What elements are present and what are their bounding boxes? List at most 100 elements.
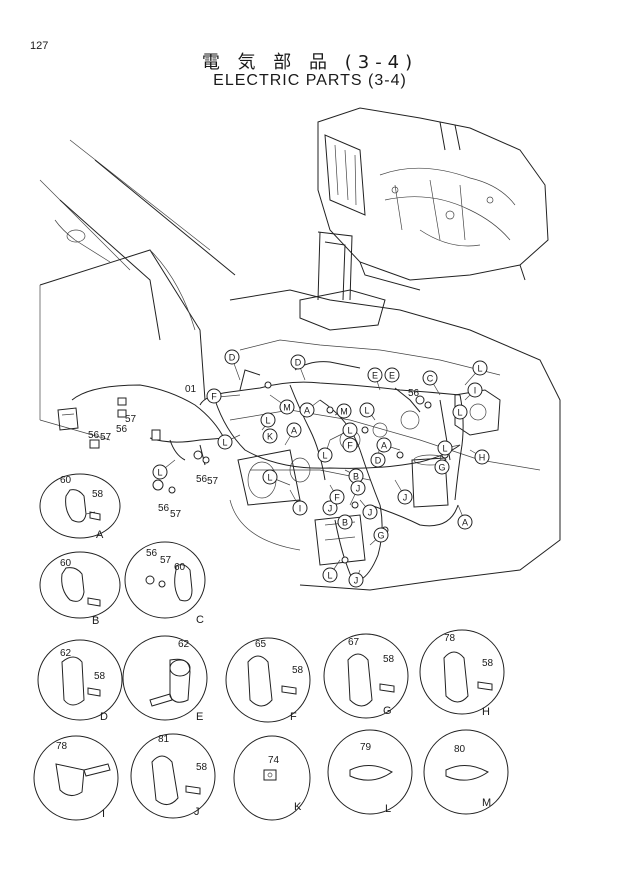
detail-b: 60 B — [39, 551, 121, 627]
part-number-label: 57 — [125, 414, 137, 425]
callout-b: B — [337, 514, 353, 530]
callout-letter: D — [375, 456, 382, 466]
detail-part-number: 60 — [60, 558, 72, 569]
detail-letter-label: M — [482, 797, 491, 809]
callout-circle — [290, 354, 306, 370]
part-number-label: 56 — [88, 430, 100, 441]
callout-letter: L — [222, 438, 227, 448]
part-number-label: 56 — [158, 503, 170, 514]
callout-d: D — [224, 349, 240, 365]
callout-circle — [342, 437, 358, 453]
callout-circle — [348, 572, 364, 588]
callout-circle — [262, 428, 278, 444]
callout-circle — [317, 447, 333, 463]
detail-f: 65 58 F — [225, 637, 311, 723]
detail-part-number: 58 — [292, 665, 304, 676]
callout-letter: A — [381, 441, 387, 451]
callout-letter: J — [354, 576, 359, 586]
callout-circle — [373, 527, 389, 543]
page-title-english: ELECTRIC PARTS (3-4) — [213, 72, 407, 89]
callout-letter: J — [356, 484, 361, 494]
callout-d: D — [290, 354, 306, 370]
callout-letter: A — [304, 406, 310, 416]
callout-circle — [457, 514, 473, 530]
callout-g: G — [434, 459, 450, 475]
boom-arm-outline — [39, 139, 236, 441]
detail-part-number: 56 — [146, 548, 158, 559]
detail-e: 62 E — [122, 635, 208, 723]
callout-letter: F — [347, 441, 353, 451]
callout-letter: A — [291, 426, 297, 436]
detail-a: 60 58 A — [39, 473, 121, 541]
callout-letter: L — [457, 408, 462, 418]
callout-e: E — [367, 367, 383, 383]
detail-c: 56 57 60 C — [124, 541, 206, 626]
callout-a: A — [286, 422, 302, 438]
callout-letter: L — [322, 451, 327, 461]
callout-circle — [472, 360, 488, 376]
part-number-label: 56 — [408, 388, 420, 399]
callout-circle — [329, 489, 345, 505]
callout-l: L — [452, 404, 468, 420]
callout-letter: H — [479, 453, 486, 463]
callout-letter: D — [295, 358, 302, 368]
detail-letter-label: L — [385, 803, 391, 815]
callout-circle — [397, 489, 413, 505]
callout-f: F — [329, 489, 345, 505]
callout-k: K — [262, 428, 278, 444]
callout-circle — [367, 367, 383, 383]
part-number-label: 57 — [100, 432, 112, 443]
callout-j: J — [348, 572, 364, 588]
detail-letter-label: I — [102, 808, 105, 820]
part-number-label: 57 — [207, 476, 219, 487]
callout-circle — [434, 459, 450, 475]
callout-l: L — [317, 447, 333, 463]
detail-letter-label: H — [482, 706, 490, 718]
callout-c: C — [422, 370, 438, 386]
page-title-japanese: 電 気 部 品 (3-4) — [201, 52, 419, 73]
callout-l: L — [260, 412, 276, 428]
detail-part-number: 57 — [160, 555, 172, 566]
callout-circle — [322, 500, 338, 516]
callout-circle — [224, 349, 240, 365]
detail-part-number: 62 — [60, 648, 72, 659]
callout-letter: M — [283, 403, 291, 413]
part-number-label: 56 — [196, 474, 208, 485]
detail-part-number: 78 — [56, 741, 68, 752]
callout-circle — [262, 469, 278, 485]
callout-letter: J — [368, 508, 373, 518]
callout-g: G — [373, 527, 389, 543]
callout-l: L — [217, 434, 233, 450]
callout-l: L — [472, 360, 488, 376]
detail-letter-label: C — [196, 614, 204, 626]
part-number-label: 57 — [170, 509, 182, 520]
detail-part-number: 79 — [360, 742, 372, 753]
callout-letter: B — [353, 472, 359, 482]
machine-overview-illustration — [317, 107, 549, 291]
detail-letter-label: A — [96, 529, 104, 541]
callout-circle — [474, 449, 490, 465]
callout-a: A — [299, 402, 315, 418]
callout-letter: E — [372, 371, 378, 381]
callout-l: L — [322, 567, 338, 583]
detail-part-number: 58 — [482, 658, 494, 669]
callout-letter: E — [389, 371, 395, 381]
callout-circle — [336, 403, 352, 419]
callout-l: L — [262, 469, 278, 485]
callout-letter: B — [342, 518, 348, 528]
detail-part-number: 58 — [196, 762, 208, 773]
detail-letter-label: G — [383, 705, 392, 717]
callout-letter: J — [328, 504, 333, 514]
callout-m: M — [336, 403, 352, 419]
detail-letter-label: E — [196, 711, 203, 723]
callout-circle — [206, 388, 222, 404]
wiring-harness — [57, 361, 464, 586]
callout-circle — [260, 412, 276, 428]
callout-letter: J — [403, 493, 408, 503]
callout-m: M — [279, 399, 295, 415]
callout-letter: L — [265, 416, 270, 426]
detail-part-number: 60 — [174, 562, 186, 573]
detail-letter-label: B — [92, 615, 99, 627]
callout-letter: L — [267, 473, 272, 483]
